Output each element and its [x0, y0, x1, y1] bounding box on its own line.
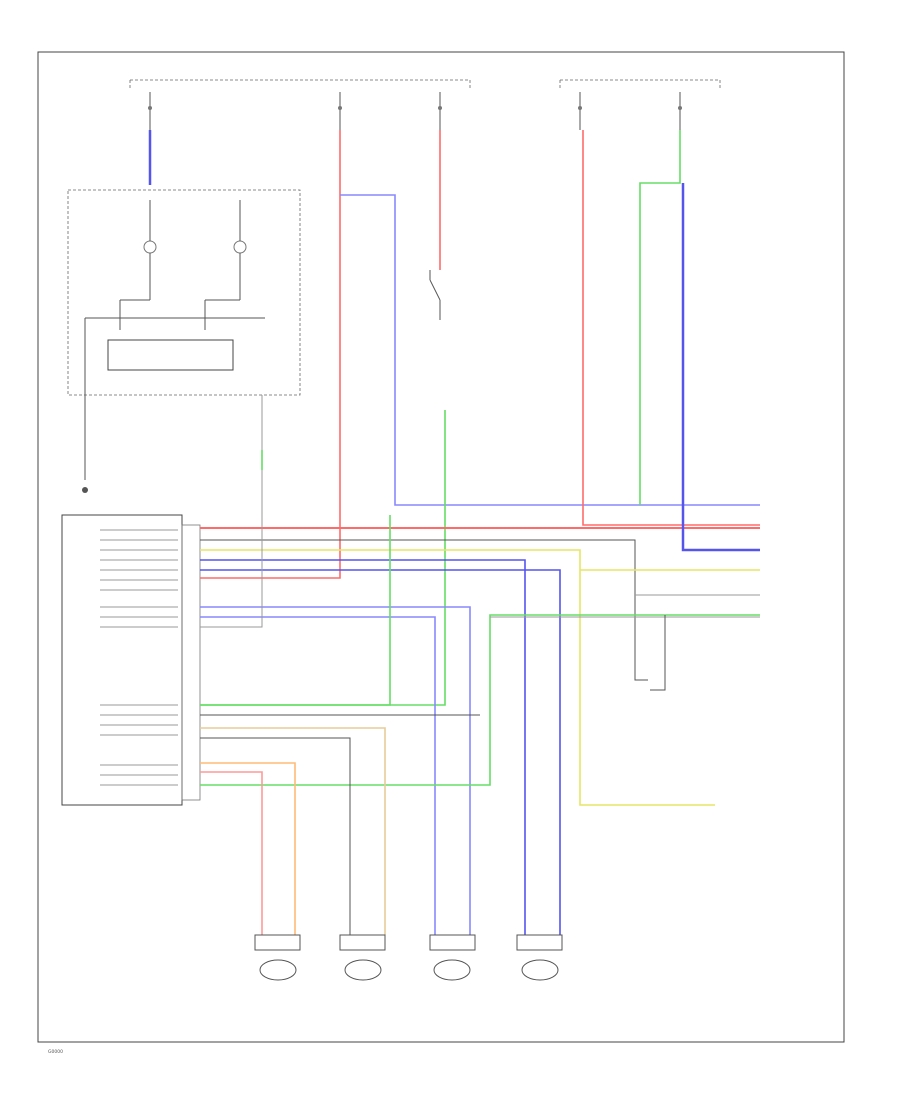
wheel-sensors — [254, 934, 563, 981]
footer-code: G0000 — [48, 1049, 63, 1055]
wire-red-1 — [200, 130, 341, 579]
wire-green-stop — [200, 410, 446, 706]
wire-blue-sensor-1 — [200, 559, 526, 935]
wire-green-2 — [200, 515, 391, 706]
wire-pink-lower — [200, 762, 296, 935]
wire-lightblue-sensor-1 — [200, 606, 471, 935]
wire-red-3 — [582, 130, 760, 526]
abs-control-module — [61, 514, 183, 806]
left-lamp-ground — [82, 420, 88, 493]
wire-lightblue-top — [340, 194, 760, 506]
cluster-internals — [84, 200, 265, 420]
module-pin-ticks — [100, 529, 178, 786]
wire-black-lower-2 — [200, 737, 351, 935]
stoplight-switch — [429, 270, 441, 320]
wire-right-relay — [650, 615, 666, 691]
instrument-cluster-box — [67, 189, 301, 396]
wire-lightblue-sensor-2 — [200, 616, 436, 935]
fuse-box-bus — [129, 79, 721, 88]
module-connector — [181, 524, 201, 801]
wire-black-1 — [200, 539, 648, 681]
wire-green-top — [639, 130, 681, 505]
wire-blue-sensor-2 — [200, 569, 561, 935]
wire-yellow-1 — [200, 549, 715, 806]
diagram-frame — [37, 51, 845, 1043]
wire-green-lower — [200, 614, 760, 786]
wire-tan-lower — [200, 727, 386, 935]
wire-gray-cluster — [200, 395, 263, 628]
wire-blue-right — [681, 183, 760, 552]
wire-red-lower — [200, 771, 263, 935]
fuse-symbols — [148, 92, 682, 130]
